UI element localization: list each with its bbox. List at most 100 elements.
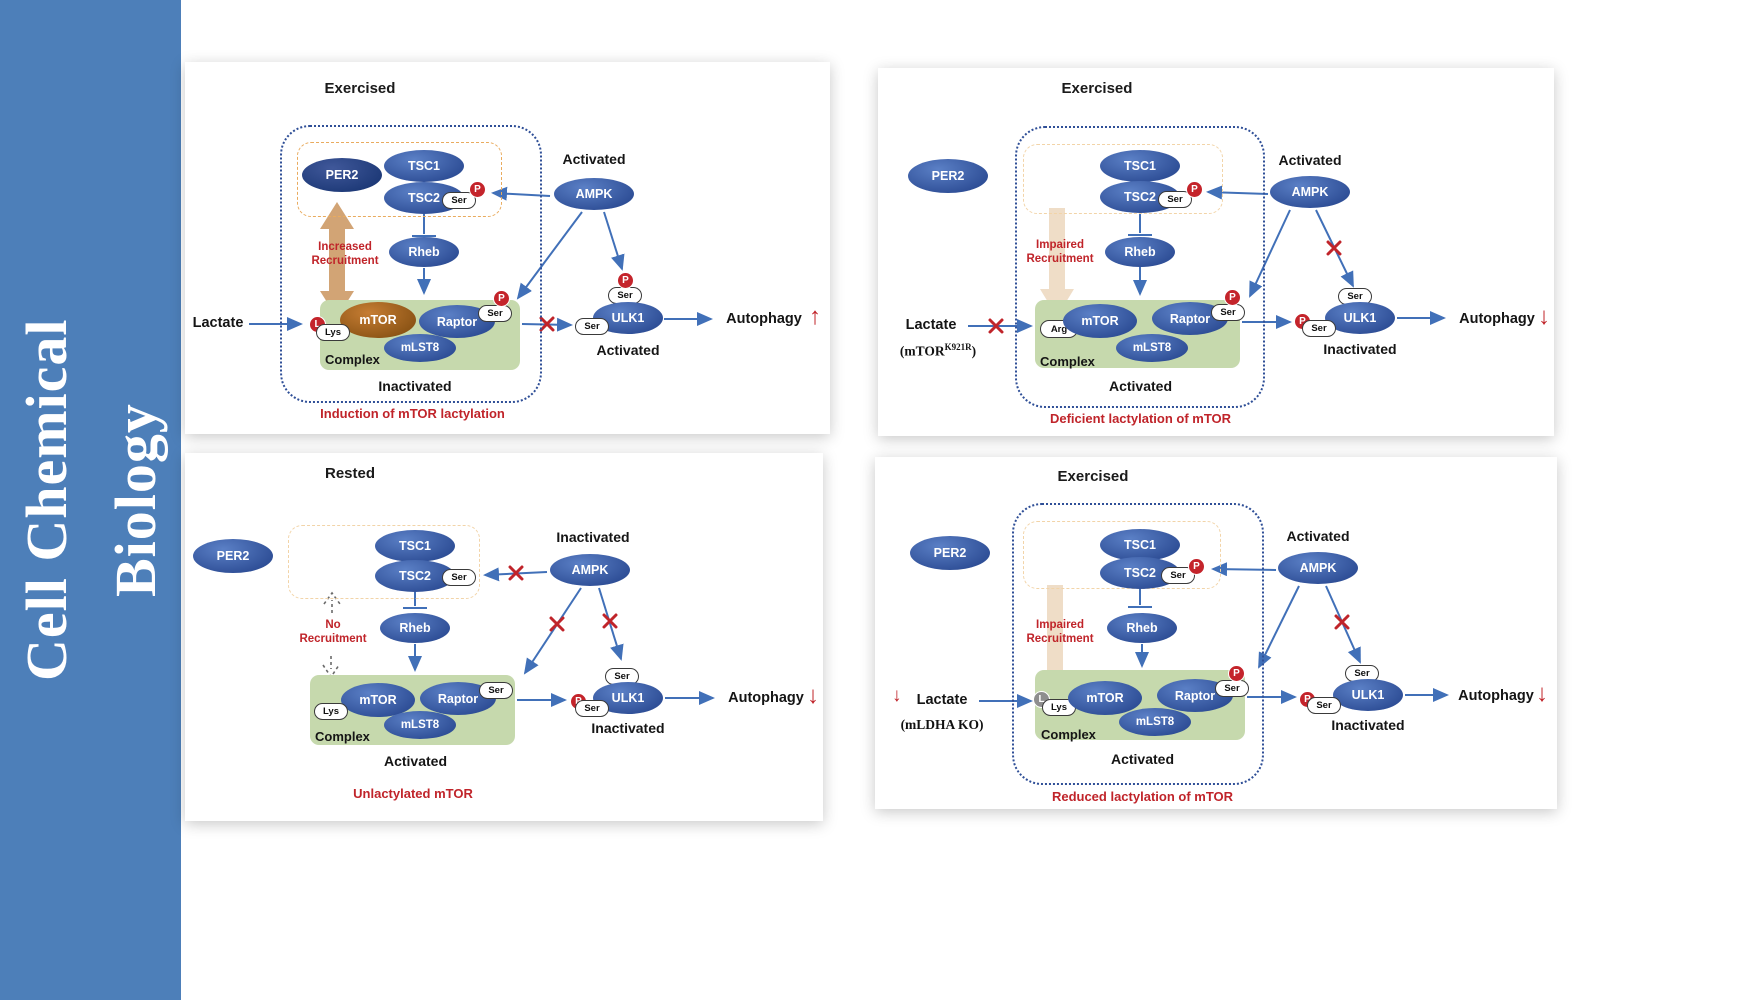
journal-sidebar: Cell Chemical Biology — [0, 0, 181, 1000]
blocked-ampk-tsc2-x — [508, 565, 524, 581]
mtor-node: mTOR — [340, 302, 416, 338]
lactate-decrease-arrow: ↓ — [892, 685, 902, 706]
autophagy-direction-arrow: ↑ — [809, 303, 821, 330]
per2-recruitment-zone — [1023, 521, 1221, 589]
tsc1-node: TSC1 — [375, 530, 455, 562]
pathway-arrows-layer — [979, 562, 1449, 708]
ampk-state-label: Activated — [562, 151, 626, 167]
blocked-ampk-ulk1-x — [1334, 614, 1350, 630]
pathway-arrows-layer — [249, 186, 713, 332]
exercise-dashed-boundary — [280, 125, 542, 403]
complex-label: Complex — [1041, 727, 1096, 742]
ulk1-node: ULK1 — [1333, 679, 1403, 711]
autophagy-label: Autophagy — [1458, 688, 1534, 704]
raptor-phospho-badge: P — [493, 290, 510, 307]
raptor-ser-site: Ser — [1211, 304, 1245, 321]
complex-state-label: Inactivated — [378, 378, 452, 394]
complex-state-label: Activated — [1108, 378, 1173, 394]
pathway-arrows-layer — [322, 565, 715, 707]
blocked-ampk-ulk1-x — [602, 613, 618, 629]
ulk1-ser-left-site: Ser — [1302, 320, 1336, 337]
tsc2-ser-site: Ser — [442, 569, 476, 586]
panel-deficient-lactylation: Exercised PER2 TSC1 TSC2 Ser P Activated… — [878, 68, 1554, 436]
rheb-node: Rheb — [1105, 237, 1175, 267]
per2-node: PER2 — [302, 158, 382, 192]
raptor-phospho-badge: P — [1224, 289, 1241, 306]
lactate-genotype-label: (mLDHA KO) — [900, 717, 984, 732]
ampk-node: AMPK — [1270, 176, 1350, 208]
condition-title: Exercised — [1057, 468, 1129, 485]
ulk1-state-label: Activated — [596, 342, 660, 358]
journal-title-line1: Cell Chemical — [13, 318, 79, 682]
ulk1-node: ULK1 — [593, 302, 663, 334]
ampk-node: AMPK — [550, 554, 630, 586]
ampk-state-label: Activated — [1286, 528, 1350, 544]
per2-node: PER2 — [910, 536, 990, 570]
panel-reduced-lactylation: Exercised PER2 TSC1 TSC2 Ser P Activated… — [875, 457, 1557, 809]
mtor-node: mTOR — [341, 683, 415, 717]
raptor-ser-site: Ser — [1215, 680, 1249, 697]
tsc2-node: TSC2 — [375, 560, 455, 592]
tsc1-node: TSC1 — [384, 150, 464, 182]
no-recruitment-down-arrow — [322, 656, 340, 679]
tsc1-node: TSC1 — [1100, 529, 1180, 561]
autophagy-direction-arrow: ↓ — [1538, 303, 1550, 330]
no-recruitment-up-arrow — [323, 591, 341, 613]
tsc2-phospho-badge: P — [1186, 181, 1203, 198]
recruitment-line1: Impaired — [1036, 619, 1084, 631]
condition-title: Rested — [324, 465, 376, 482]
recruitment-line1: Impaired — [1036, 239, 1084, 251]
mlst8-node: mLST8 — [1116, 334, 1188, 362]
impaired-recruitment-block-arrow — [1040, 208, 1074, 317]
tsc1-node: TSC1 — [1100, 150, 1180, 182]
panel-caption: Reduced lactylation of mTOR — [1051, 789, 1234, 804]
blocked-ampk-ulk1-x — [1326, 240, 1342, 256]
genotype-post: ) — [971, 343, 977, 359]
raptor-ser-site: Ser — [478, 305, 512, 322]
impaired-recruitment-block-arrow — [1038, 585, 1072, 701]
blocked-ampk-complex-x — [549, 616, 565, 632]
lys-site: Lys — [316, 324, 350, 341]
ulk1-ser-left-site: Ser — [1307, 697, 1341, 714]
per2-recruitment-zone — [1023, 144, 1223, 214]
tsc2-phospho-badge: P — [1188, 558, 1205, 575]
tsc2-ser-site: Ser — [442, 192, 476, 209]
ampk-state-label: Activated — [1278, 152, 1342, 168]
lactate-label: Lactate — [916, 692, 968, 708]
ulk1-phospho-badge: P — [617, 272, 634, 289]
per2-node: PER2 — [908, 159, 988, 193]
per2-recruitment-zone — [297, 142, 502, 217]
rheb-node: Rheb — [389, 237, 459, 267]
recruitment-label: Impaired Recruitment — [1005, 238, 1115, 267]
exercise-dashed-boundary — [1015, 126, 1265, 408]
recruitment-line2: Recruitment — [1026, 633, 1094, 646]
rheb-node: Rheb — [1107, 613, 1177, 643]
rheb-node: Rheb — [380, 613, 450, 643]
exercise-dashed-boundary — [1012, 503, 1264, 785]
raptor-phospho-badge: P — [1228, 665, 1245, 682]
lactate-label: Lactate — [905, 317, 957, 333]
complex-state-label: Activated — [383, 753, 448, 769]
recruitment-label: No Recruitment — [278, 618, 388, 647]
mlst8-node: mLST8 — [384, 334, 456, 362]
tsc2-ser-site: Ser — [1158, 191, 1192, 208]
ulk1-node: ULK1 — [1325, 302, 1395, 334]
ampk-state-label: Inactivated — [556, 529, 630, 545]
panel-caption: Induction of mTOR lactylation — [320, 406, 505, 421]
ulk1-state-label: Inactivated — [1323, 341, 1397, 357]
panel-caption: Unlactylated mTOR — [353, 786, 473, 801]
ulk1-state-label: Inactivated — [591, 720, 665, 736]
recruitment-label: Increased Recruitment — [290, 240, 400, 269]
complex-state-label: Activated — [1110, 751, 1175, 767]
recruitment-line2: Recruitment — [1026, 253, 1094, 266]
complex-label: Complex — [1040, 354, 1095, 369]
recruitment-line2: Recruitment — [311, 255, 379, 268]
tsc2-phospho-badge: P — [469, 181, 486, 198]
raptor-ser-site: Ser — [479, 682, 513, 699]
panel-caption: Deficient lactylation of mTOR — [1049, 411, 1232, 426]
tsc2-ser-site: Ser — [1161, 567, 1195, 584]
mlst8-node: mLST8 — [384, 711, 456, 739]
mlst8-node: mLST8 — [1119, 708, 1191, 736]
journal-title-line2: Biology — [102, 403, 168, 597]
recruitment-line1: No — [325, 619, 341, 631]
